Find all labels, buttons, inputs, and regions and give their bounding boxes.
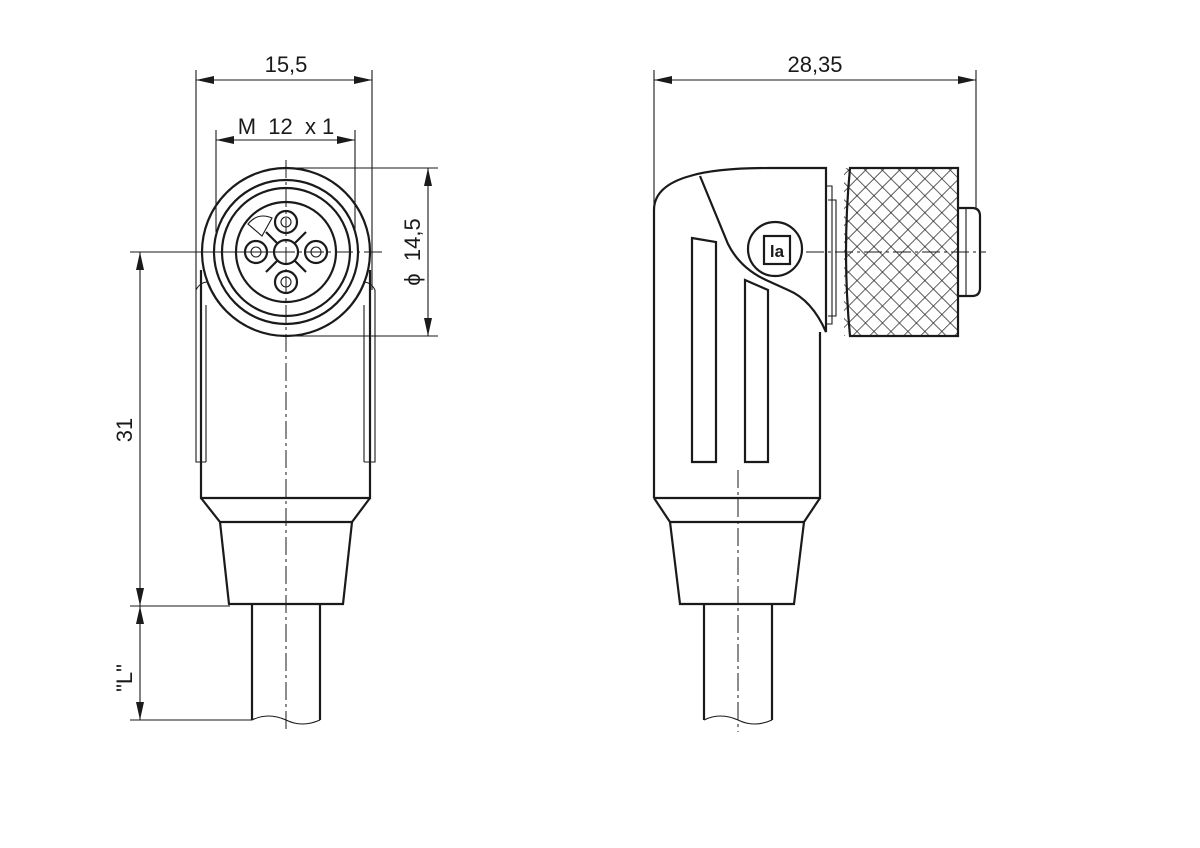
side-view: la 28,35 xyxy=(652,52,986,732)
dim-diameter-label: ϕ 14,5 xyxy=(400,218,425,285)
front-view: 15,5 M 12 x 1 ϕ 14,5 31 xyxy=(112,52,438,732)
dim-thread: M 12 x 1 xyxy=(215,114,356,232)
dim-cable-length-label: "L" xyxy=(112,664,137,692)
dim-width-front: 15,5 xyxy=(195,52,373,290)
side-boot xyxy=(653,497,821,606)
dim-width-front-label: 15,5 xyxy=(265,52,308,77)
dim-cable-length: "L" xyxy=(112,606,252,721)
grip-slots xyxy=(690,236,770,464)
dim-height: 31 xyxy=(112,251,284,607)
dim-diameter: ϕ 14,5 xyxy=(290,167,438,337)
dim-height-label: 31 xyxy=(112,418,137,442)
manufacturer-logo: la xyxy=(746,220,804,278)
logo-text: la xyxy=(770,242,785,261)
front-body xyxy=(195,270,376,500)
dim-width-side: 28,35 xyxy=(653,52,977,210)
dim-width-side-label: 28,35 xyxy=(787,52,842,77)
dim-thread-label: M 12 x 1 xyxy=(238,114,335,139)
